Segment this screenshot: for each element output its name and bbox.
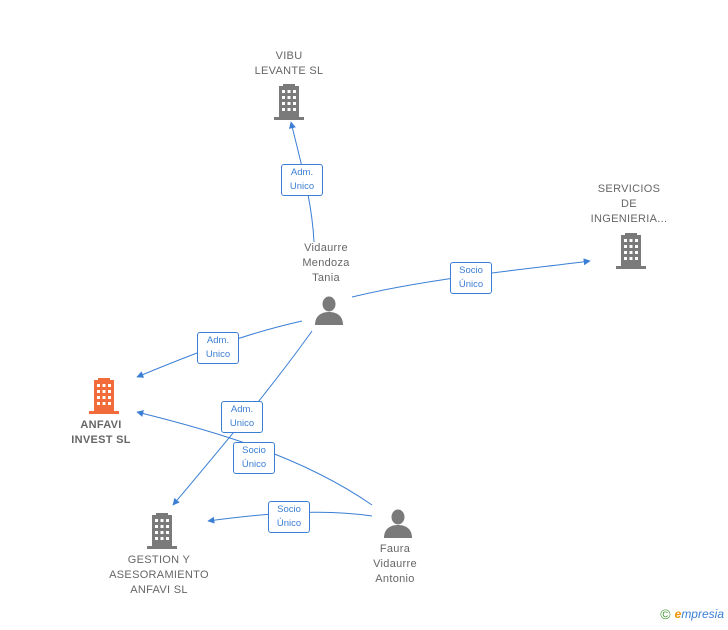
person-icon[interactable] — [383, 508, 413, 538]
brand-first-letter: e — [674, 607, 682, 621]
node-label-vibu[interactable]: VIBU LEVANTE SL — [254, 50, 324, 77]
footer-brand: © empresia — [660, 606, 724, 622]
node-label-tania[interactable]: Vidaurre Mendoza Tania — [302, 242, 350, 284]
edge-label-tania-vibu: Adm. Unico — [281, 164, 323, 196]
brand-rest: mpresia — [681, 607, 724, 621]
edge-label-faura-anfavi: Socio Único — [233, 442, 275, 474]
node-label-servicios[interactable]: SERVICIOS DE INGENIERIA... — [590, 183, 668, 225]
edge-label-tania-servicios: Socio Único — [450, 262, 492, 294]
node-label-gestion[interactable]: GESTION Y ASESORAMIENTO ANFAVI SL — [109, 554, 209, 596]
building-icon[interactable] — [616, 233, 646, 269]
copyright-symbol: © — [660, 606, 671, 622]
building-icon[interactable] — [147, 513, 177, 549]
building-icon[interactable] — [89, 378, 119, 414]
node-label-anfavi[interactable]: ANFAVI INVEST SL — [71, 419, 131, 446]
edge-label-faura-gestion: Socio Único — [268, 501, 310, 533]
edge-label-tania-anfavi: Adm. Unico — [197, 332, 239, 364]
person-icon[interactable] — [314, 295, 344, 325]
brand-logo[interactable]: empresia — [675, 607, 724, 621]
node-label-faura[interactable]: Faura Vidaurre Antonio — [373, 543, 417, 585]
edge-label-tania-gestion: Adm. Unico — [221, 401, 263, 433]
building-icon[interactable] — [274, 84, 304, 120]
